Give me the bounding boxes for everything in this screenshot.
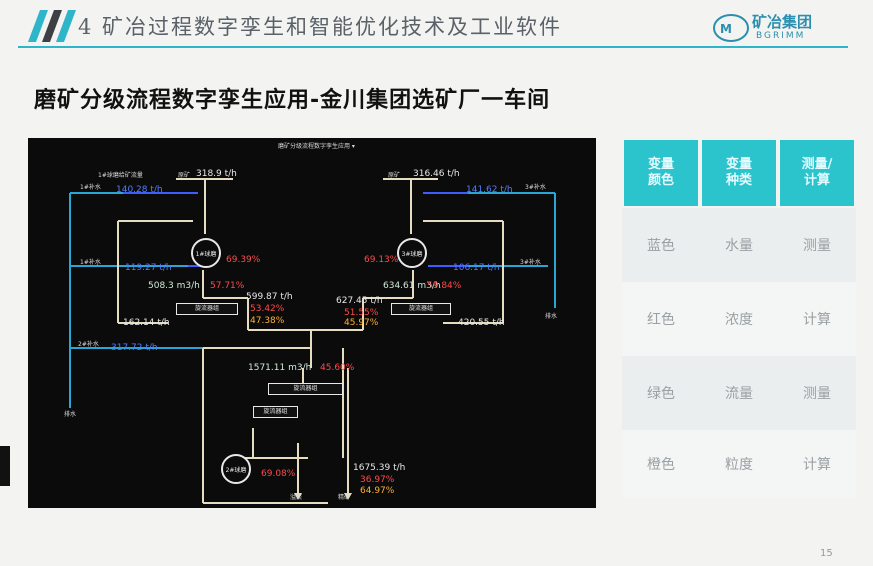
underflow-3: 420.55 t/h bbox=[458, 318, 505, 328]
cyclone-1: 旋流器组 bbox=[176, 303, 238, 315]
cyclone-1-size: 47.38% bbox=[250, 316, 285, 326]
legend-cell: 计算 bbox=[778, 430, 856, 498]
cyclone-3-conc: 51.55% bbox=[344, 308, 379, 318]
left-edge-tab bbox=[0, 446, 10, 486]
mill-3: 3#球磨 bbox=[397, 238, 427, 268]
water-1b-flow: 119.27 t/h bbox=[125, 263, 172, 273]
water-3b-label: 3#补水 bbox=[520, 259, 541, 266]
bgrimm-logo-icon: M bbox=[713, 14, 749, 42]
page-number: 15 bbox=[820, 548, 833, 559]
mill-3-pct: 69.13% bbox=[364, 255, 399, 265]
legend-header-color: 变量 颜色 bbox=[622, 138, 700, 208]
svg-text:M: M bbox=[720, 22, 732, 36]
legend-cell: 浓度 bbox=[700, 282, 778, 356]
water-3-flow: 141.62 t/h bbox=[466, 185, 513, 195]
flow-2: 1571.11 m3/h bbox=[248, 363, 312, 373]
legend-cell: 计算 bbox=[778, 282, 856, 356]
header-divider bbox=[18, 46, 848, 48]
logo-subtext: BGRIMM bbox=[756, 31, 806, 41]
header-stripes-icon bbox=[28, 10, 76, 42]
drain-left: 排水 bbox=[64, 411, 77, 418]
water-3b-flow: 106.17 t/h bbox=[453, 263, 500, 273]
mill-1-pct: 69.39% bbox=[226, 255, 261, 265]
legend-cell: 水量 bbox=[700, 208, 778, 282]
legend-cell: 粒度 bbox=[700, 430, 778, 498]
output-left: 溢流 bbox=[290, 494, 303, 501]
cyclone-2: 旋流器组 bbox=[268, 383, 343, 395]
cyclone-3: 旋流器组 bbox=[391, 303, 451, 315]
flow-1-pct: 57.71% bbox=[210, 281, 245, 291]
legend-cell: 流量 bbox=[700, 356, 778, 430]
diagram-window-title[interactable]: 磨矿分级流程数字孪生应用 ▾ bbox=[278, 143, 355, 150]
legend-header-kind: 变量 种类 bbox=[700, 138, 778, 208]
cyclone-2b: 旋流器组 bbox=[253, 406, 298, 418]
ore-label-left: 原矿 bbox=[178, 172, 191, 179]
legend-cell: 测量 bbox=[778, 356, 856, 430]
page-title: 磨矿分级流程数字孪生应用-金川集团选矿厂一车间 bbox=[34, 88, 551, 113]
flow-2-pct: 45.60% bbox=[320, 363, 355, 373]
cyclone-3-size: 45.97% bbox=[344, 318, 379, 328]
drain-right: 排水 bbox=[545, 313, 558, 320]
ore-flow-right: 316.46 t/h bbox=[413, 169, 460, 179]
flow-3-pct: 59.84% bbox=[427, 281, 462, 291]
legend-cell: 红色 bbox=[622, 282, 700, 356]
mill-2-pct: 69.08% bbox=[261, 469, 296, 479]
product-flow: 1675.39 t/h bbox=[353, 463, 406, 473]
output-right: 精矿 bbox=[338, 494, 351, 501]
water-3-label: 3#补水 bbox=[525, 184, 546, 191]
logo-text: 矿冶集团 bbox=[752, 13, 813, 31]
cyclone-1-conc: 53.42% bbox=[250, 304, 285, 314]
mill-2: 2#球磨 bbox=[221, 454, 251, 484]
legend-table: 变量 颜色 变量 种类 测量/ 计算 蓝色 水量 测量 红色 浓度 计算 绿色 … bbox=[622, 138, 858, 498]
flow-3: 634.61 m3/h bbox=[383, 281, 441, 291]
ore-flow-left: 318.9 t/h bbox=[196, 169, 237, 179]
legend-cell: 橙色 bbox=[622, 430, 700, 498]
cyclone-1-feed: 599.87 t/h bbox=[246, 292, 293, 302]
water-2-label: 2#补水 bbox=[78, 341, 99, 348]
legend-header-method: 测量/ 计算 bbox=[778, 138, 856, 208]
flow-1: 508.3 m3/h bbox=[148, 281, 200, 291]
ore-label-right: 原矿 bbox=[388, 172, 401, 179]
header-title: 4 矿冶过程数字孪生和智能优化技术及工业软件 bbox=[78, 15, 563, 39]
product-size: 64.97% bbox=[360, 486, 395, 496]
product-conc: 36.97% bbox=[360, 475, 395, 485]
feed-label: 1#球磨给矿流量 bbox=[98, 172, 143, 179]
water-1b-label: 1#补水 bbox=[80, 259, 101, 266]
legend-cell: 绿色 bbox=[622, 356, 700, 430]
legend-cell: 测量 bbox=[778, 208, 856, 282]
water-2-flow: 317.72 t/h bbox=[111, 343, 158, 353]
mill-1: 1#球磨 bbox=[191, 238, 221, 268]
water-1-label: 1#补水 bbox=[80, 184, 101, 191]
process-diagram: 磨矿分级流程数字孪生应用 ▾ 1#球磨给矿流量 原矿 318.9 t/h 原矿 … bbox=[28, 138, 596, 508]
underflow-1: 162.14 t/h bbox=[123, 318, 170, 328]
water-1-flow: 140.28 t/h bbox=[116, 185, 163, 195]
legend-cell: 蓝色 bbox=[622, 208, 700, 282]
cyclone-3-feed: 627.45 t/h bbox=[336, 296, 383, 306]
